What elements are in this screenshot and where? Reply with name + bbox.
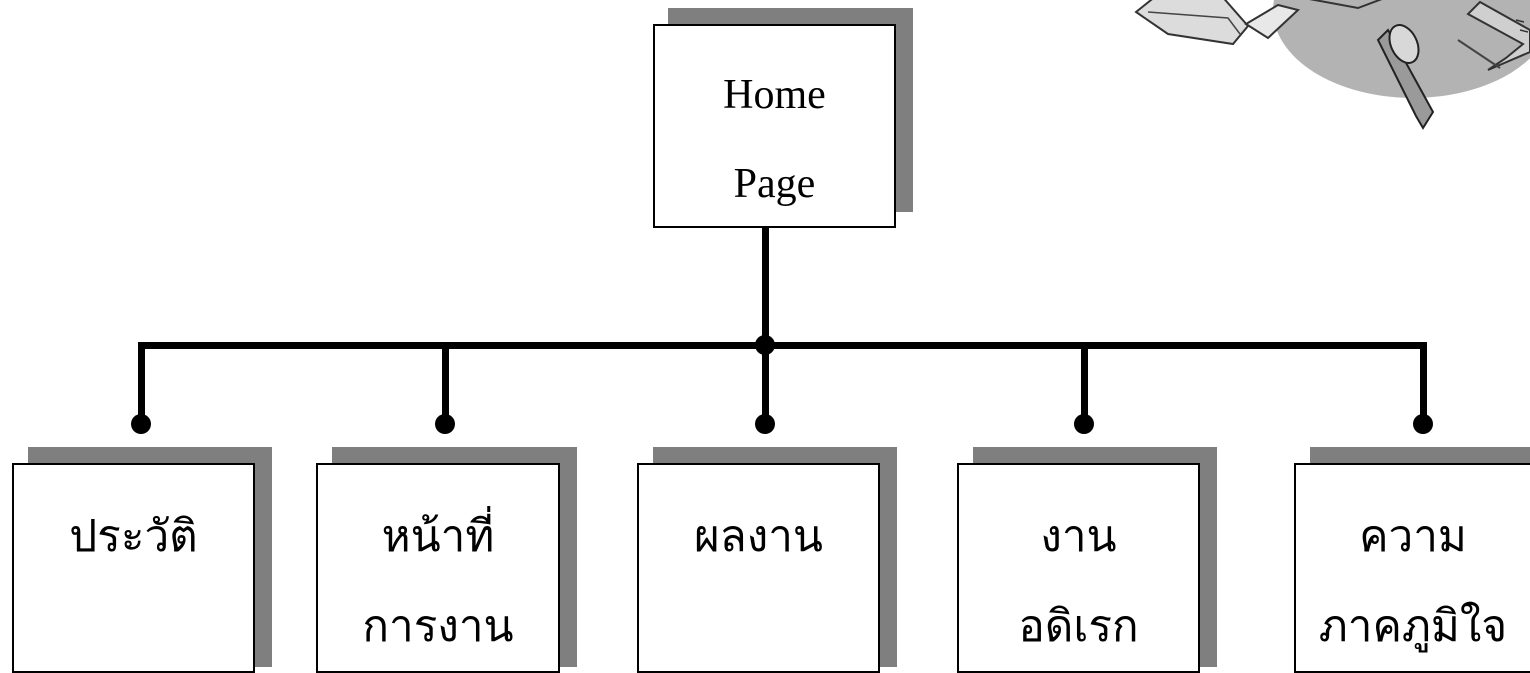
horizontal-bus-line — [138, 342, 1427, 349]
child-4-label-line1: งาน — [1040, 511, 1117, 562]
child-node-3: ผลงาน — [637, 463, 880, 673]
junction-dot — [755, 335, 775, 355]
root-label-line1: Home — [723, 72, 826, 118]
child-2-dot — [435, 414, 455, 434]
child-node-4: งาน อดิเรก — [957, 463, 1200, 673]
child-4-drop-line — [1081, 342, 1088, 426]
child-4-label-line2: อดิเรก — [1018, 601, 1139, 652]
child-1-dot — [131, 414, 151, 434]
child-5-drop-line — [1420, 342, 1427, 426]
root-stem-line — [762, 228, 769, 346]
child-5-label-line1: ความ — [1359, 511, 1467, 562]
child-1-label-line1: ประวัติ — [69, 511, 198, 562]
child-4-dot — [1074, 414, 1094, 434]
child-3-drop-line — [762, 342, 769, 426]
compass-clipart-icon — [1134, 0, 1530, 130]
child-1-drop-line — [138, 342, 145, 426]
child-2-drop-line — [442, 342, 449, 426]
child-node-1: ประวัติ — [12, 463, 255, 673]
child-node-2: หน้าที่ การงาน — [316, 463, 560, 673]
child-3-dot — [755, 414, 775, 434]
child-3-label-line1: ผลงาน — [693, 511, 823, 562]
child-5-dot — [1413, 414, 1433, 434]
child-5-label-line2: ภาคภูมิใจ — [1318, 601, 1508, 652]
child-2-label-line1: หน้าที่ — [381, 511, 495, 562]
child-2-label-line2: การงาน — [362, 601, 514, 652]
root-node-home-page: Home Page — [653, 24, 896, 228]
child-node-5: ความ ภาคภูมิใจ — [1294, 463, 1530, 673]
root-label-line2: Page — [733, 161, 816, 207]
